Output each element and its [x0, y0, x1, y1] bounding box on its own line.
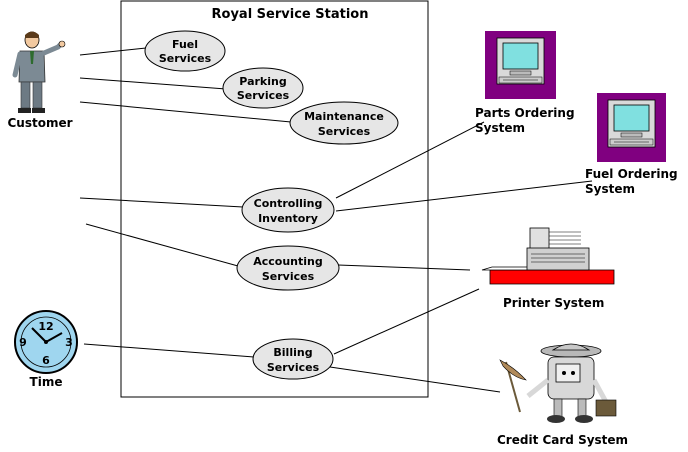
use-case-controlling-inventory[interactable]: Controlling Inventory	[241, 187, 335, 233]
assoc-inventory-parts	[335, 121, 485, 199]
assoc-accounting-printer	[337, 264, 471, 271]
svg-text:Fuel: Fuel	[172, 38, 198, 51]
actor-time[interactable]: 12 3 6 9 Time	[14, 310, 78, 389]
assoc-billing-creditcard	[329, 366, 501, 393]
assoc-customer-maintenance	[79, 101, 292, 123]
svg-text:Maintenance: Maintenance	[304, 110, 384, 123]
system-boundary	[120, 0, 429, 398]
use-case-maintenance-services[interactable]: Maintenance Services	[289, 101, 399, 145]
assoc-time-billing	[83, 343, 255, 358]
assoc-customer-fuel	[79, 47, 147, 56]
svg-text:6: 6	[42, 354, 50, 367]
actor-printer-system[interactable]: Printer System	[481, 227, 615, 310]
svg-text:Services: Services	[318, 125, 371, 138]
actor-credit-card-label: Credit Card System	[497, 433, 628, 447]
use-case-accounting-services[interactable]: Accounting Services	[236, 245, 340, 291]
credit-card-robot-icon	[499, 343, 617, 423]
svg-text:Parking: Parking	[239, 75, 286, 88]
assoc-customer-parking	[79, 77, 227, 90]
assoc-customer-inventory	[79, 197, 244, 208]
actor-parts-ordering-label-2: System	[475, 121, 525, 135]
person-icon	[12, 31, 66, 113]
computer-icon	[597, 93, 666, 162]
associations	[79, 47, 593, 393]
clock-icon: 12 3 6 9	[14, 310, 78, 374]
actor-parts-ordering-system[interactable]: Parts Ordering System	[475, 31, 575, 135]
svg-text:Inventory: Inventory	[258, 212, 318, 225]
svg-text:Services: Services	[159, 52, 212, 65]
svg-text:Billing: Billing	[273, 346, 312, 359]
actor-customer-label: Customer	[7, 116, 72, 130]
use-case-fuel-services[interactable]: Fuel Services	[144, 30, 226, 72]
assoc-billing-printer	[333, 288, 480, 355]
svg-text:Services: Services	[267, 361, 320, 374]
svg-text:12: 12	[38, 320, 53, 333]
assoc-inventory-fuelordering	[335, 180, 593, 212]
printer-icon	[481, 227, 615, 285]
actor-credit-card-system[interactable]: Credit Card System	[497, 343, 628, 447]
actor-customer[interactable]: Customer	[7, 31, 73, 131]
svg-text:Controlling: Controlling	[254, 197, 323, 210]
actor-time-label: Time	[30, 375, 63, 389]
actor-parts-ordering-label-1: Parts Ordering	[475, 106, 575, 120]
actor-fuel-ordering-system[interactable]: Fuel Ordering System	[585, 93, 678, 196]
use-case-parking-services[interactable]: Parking Services	[222, 67, 304, 109]
svg-text:9: 9	[19, 336, 27, 349]
actor-printer-label: Printer System	[503, 296, 604, 310]
system-title: Royal Service Station	[212, 7, 369, 22]
actor-fuel-ordering-label-1: Fuel Ordering	[585, 167, 678, 181]
actor-fuel-ordering-label-2: System	[585, 182, 635, 196]
computer-icon	[485, 31, 556, 99]
assoc-customer-accounting	[85, 223, 239, 267]
use-case-billing-services[interactable]: Billing Services	[252, 338, 334, 380]
svg-text:Services: Services	[262, 270, 315, 283]
svg-text:Services: Services	[237, 89, 290, 102]
svg-text:3: 3	[65, 336, 73, 349]
svg-text:Accounting: Accounting	[253, 255, 323, 268]
